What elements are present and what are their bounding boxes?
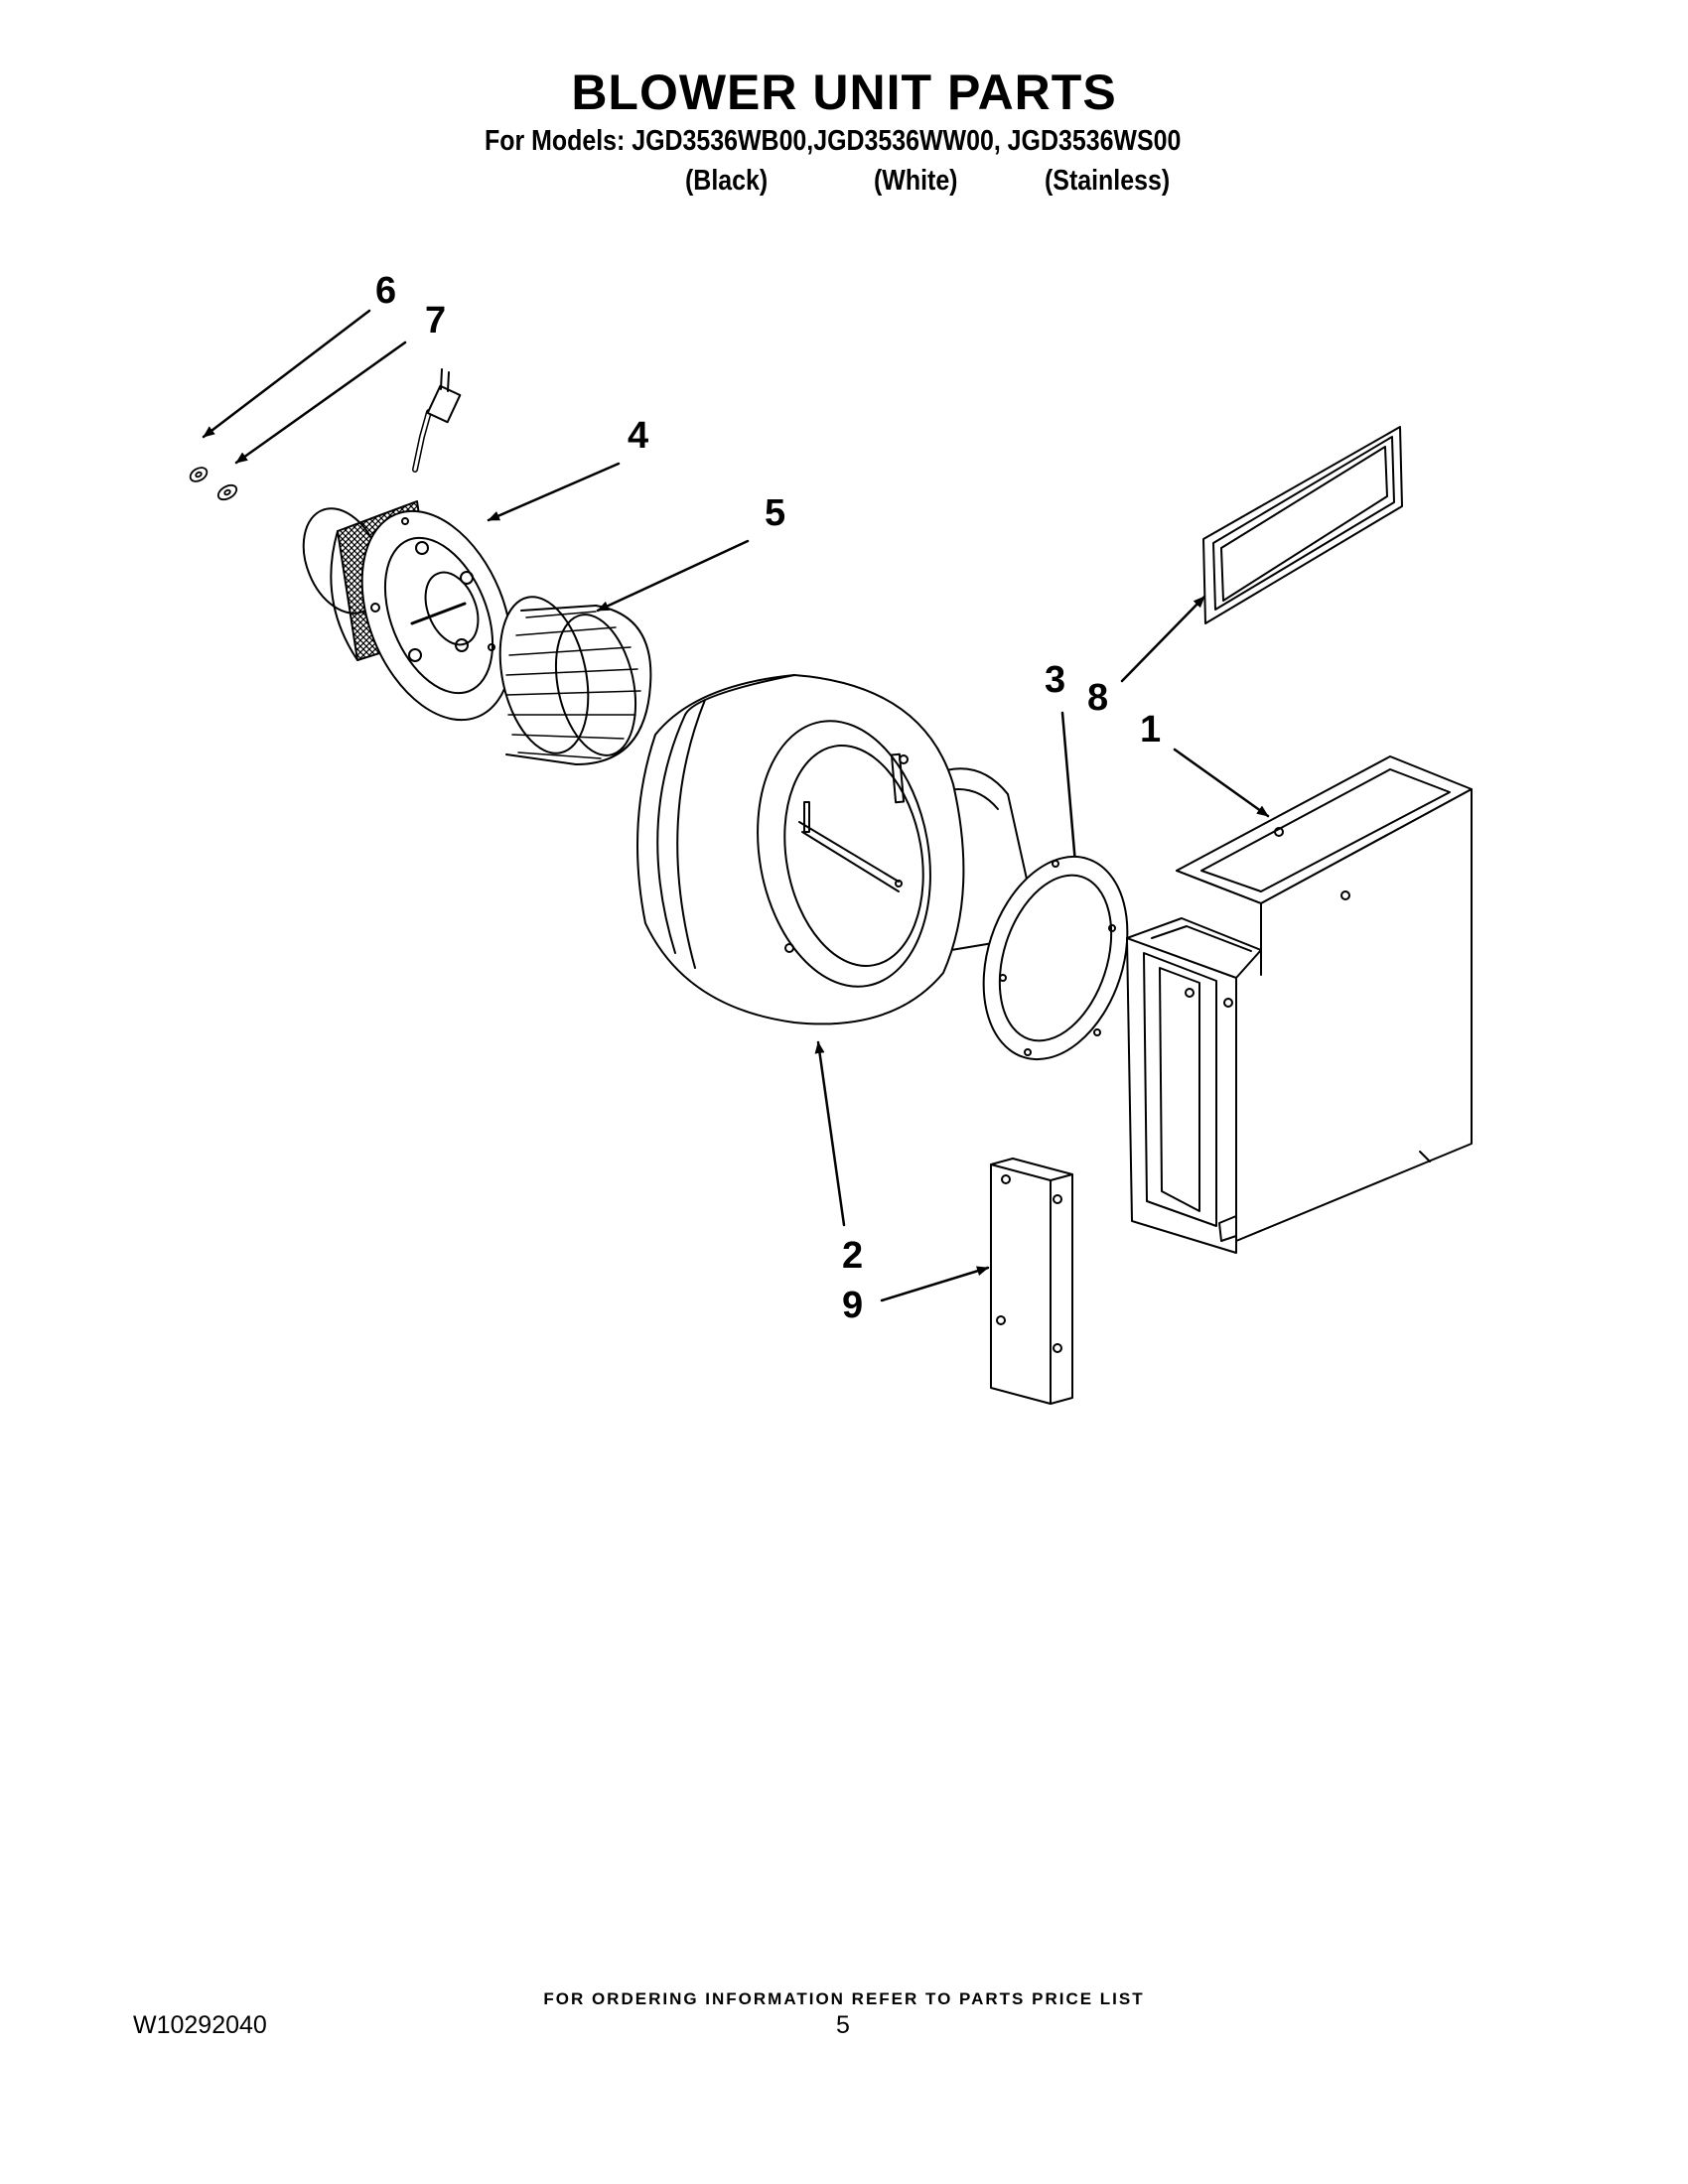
leader-8 [1120,595,1206,683]
leader-7 [234,341,407,465]
callout-9: 9 [842,1285,864,1326]
models-line: For Models: JGD3536WB00,JGD3536WW00, JGD… [485,125,1182,157]
callout-3: 3 [1045,659,1066,701]
variant-white: (White) [874,165,958,197]
enclosure-part-1 [1126,755,1473,1254]
leader-2 [814,1040,846,1227]
leader-1 [1173,748,1270,818]
leader-4 [487,462,621,522]
variant-black: (Black) [685,165,769,197]
leader-arrows [202,309,1270,1302]
blower-wheel-part-5 [498,596,652,765]
callout-6: 6 [375,270,397,312]
motor-part-4 [302,368,513,722]
leader-5 [596,539,750,613]
page-title: BLOWER UNIT PARTS [571,65,1117,120]
leader-9 [880,1266,990,1302]
callout-5: 5 [765,492,786,534]
washer-part-7 [216,483,238,501]
gasket-ring-part-3 [982,855,1129,1061]
blower-housing-part-2 [636,674,1029,1025]
callout-4: 4 [628,415,649,457]
callout-8: 8 [1087,677,1109,719]
washer-part-6 [189,467,209,482]
callout-7: 7 [425,300,447,341]
page-number: 5 [836,2011,850,2039]
callout-1: 1 [1140,709,1162,751]
callout-2: 2 [842,1235,864,1277]
leader-6 [202,309,371,439]
filter-panel-part-8 [1202,426,1403,624]
document-number: W10292040 [133,2011,267,2039]
ordering-note: FOR ORDERING INFORMATION REFER TO PARTS … [543,1989,1145,2008]
cover-plate-part-9 [990,1158,1073,1405]
variant-stainless: (Stainless) [1045,165,1171,197]
